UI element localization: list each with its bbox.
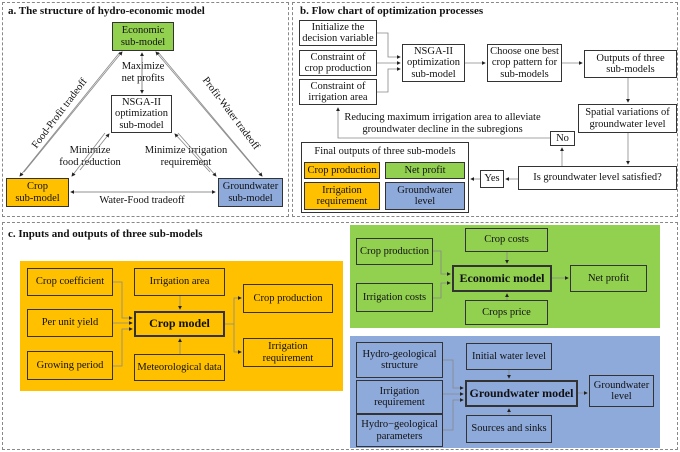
growing-period: Growing period	[27, 351, 113, 380]
economic-sub-model: Economic sub-model	[112, 22, 174, 51]
final-irrigation-requirement: Irrigation requirement	[304, 182, 380, 210]
gw-hydro-structure: Hydro-geological structure	[356, 342, 443, 378]
minimize-food-label: Minimize food reduction	[59, 145, 121, 168]
outputs-box: Outputs of three sub-models	[584, 50, 677, 78]
final-outputs-title: Final outputs of three sub-models	[314, 146, 456, 157]
choose-pattern-box: Choose one best crop pattern for sub-mod…	[487, 44, 562, 82]
irrigation-area: Irrigation area	[134, 268, 225, 296]
panel-c	[2, 222, 678, 450]
crop-sub-model: Crop sub-model	[6, 178, 69, 207]
gw-hydro-parameters: Hydro−geological parameters	[356, 414, 443, 447]
gw-initial-water-level: Initial water level	[466, 343, 552, 370]
crop-model: Crop model	[134, 311, 225, 337]
final-groundwater-level: Groundwater level	[385, 182, 465, 210]
panel-c-title: c. Inputs and outputs of three sub-model…	[8, 228, 203, 240]
reduce-irrigation-label: Reducing maximum irrigation area to alle…	[344, 112, 541, 135]
meteorological-data: Meteorological data	[134, 354, 225, 381]
nsga-box: NSGA-II optimization sub-model	[402, 44, 465, 82]
econ-irrigation-costs: Irrigation costs	[356, 283, 433, 312]
gw-groundwater-level: Groundwater level	[589, 375, 654, 407]
crop-production-output: Crop production	[243, 284, 333, 313]
spatial-variations-box: Spatial variations of groundwater level	[578, 104, 677, 133]
gw-irrigation-requirement: Irrigation requirement	[356, 380, 443, 414]
panel-a	[2, 2, 289, 217]
per-unit-yield: Per unit yield	[27, 309, 113, 337]
crop-coefficient: Crop coefficient	[27, 268, 113, 296]
econ-net-profit: Net profit	[570, 265, 647, 292]
gw-sources-sinks: Sources and sinks	[466, 415, 552, 443]
water-food-tradeoff-label: Water-Food tradeoff	[99, 195, 185, 206]
nsga-sub-model: NSGA-II optimization sub-model	[111, 95, 172, 133]
question-box: Is groundwater level satisfied?	[518, 166, 677, 190]
panel-b-title: b. Flow chart of optimization processes	[300, 5, 484, 17]
econ-crop-costs: Crop costs	[465, 228, 548, 252]
constraint-irrigation-box: Constraint of irrigation area	[299, 79, 377, 105]
no-box: No	[550, 131, 575, 146]
yes-box: Yes	[480, 170, 504, 188]
economic-model: Economic model	[452, 265, 552, 292]
minimize-irrigation-label: Minimize irrigation requirement	[144, 145, 228, 168]
constraint-crop-box: Constraint of crop production	[299, 50, 377, 76]
panel-b	[292, 2, 678, 217]
maximize-net-profits-label: Maximize net profits	[121, 61, 165, 84]
final-crop-production: Crop production	[304, 162, 380, 179]
econ-crop-production: Crop production	[356, 238, 433, 265]
panel-a-title: a. The structure of hydro-economic model	[8, 5, 205, 17]
irrigation-requirement-output: Irrigation requirement	[243, 338, 333, 367]
econ-crops-price: Crops price	[465, 300, 548, 325]
groundwater-sub-model: Groundwater sub-model	[218, 178, 283, 207]
init-decision-box: Initialize the decision variable	[299, 20, 377, 46]
final-net-profit: Net profit	[385, 162, 465, 179]
groundwater-model: Groundwater model	[465, 380, 578, 407]
